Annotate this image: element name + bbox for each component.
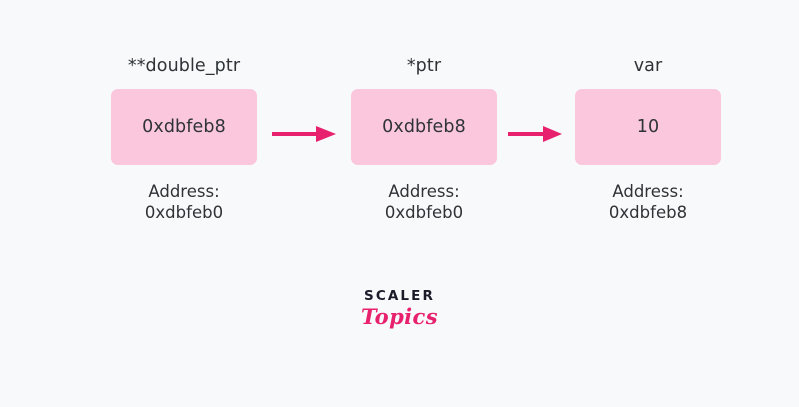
node-double-ptr-address: Address: 0xdbfeb0 <box>145 181 223 225</box>
scaler-topics-logo: SCALER Topics <box>0 288 799 329</box>
node-double-ptr: **double_ptr 0xdbfeb8 Address: 0xdbfeb0 <box>111 56 257 225</box>
arrow-right-icon <box>508 126 562 142</box>
node-ptr-address-label: Address: <box>388 181 460 201</box>
node-var-address-label: Address: <box>612 181 684 201</box>
node-double-ptr-box: 0xdbfeb8 <box>111 88 257 165</box>
node-var-box: 10 <box>575 88 721 165</box>
node-ptr-address: Address: 0xdbfeb0 <box>385 181 463 225</box>
logo-primary-text: SCALER <box>364 288 435 304</box>
node-double-ptr-value: 0xdbfeb8 <box>142 116 226 137</box>
node-double-ptr-address-value: 0xdbfeb0 <box>144 203 224 223</box>
node-ptr-value: 0xdbfeb8 <box>382 116 466 137</box>
arrow-right-icon <box>272 126 336 142</box>
node-var-value: 10 <box>636 116 660 137</box>
node-ptr-box: 0xdbfeb8 <box>351 88 497 165</box>
node-var: var 10 Address: 0xdbfeb8 <box>575 56 721 225</box>
node-double-ptr-title: **double_ptr <box>127 56 241 76</box>
logo-secondary-text: Topics <box>361 303 438 329</box>
node-ptr-address-value: 0xdbfeb0 <box>384 203 464 223</box>
node-var-title: var <box>633 56 663 76</box>
node-ptr-title: *ptr <box>406 56 442 76</box>
node-double-ptr-address-label: Address: <box>148 181 220 201</box>
node-ptr: *ptr 0xdbfeb8 Address: 0xdbfeb0 <box>351 56 497 225</box>
node-var-address: Address: 0xdbfeb8 <box>609 181 687 225</box>
node-var-address-value: 0xdbfeb8 <box>608 203 688 223</box>
